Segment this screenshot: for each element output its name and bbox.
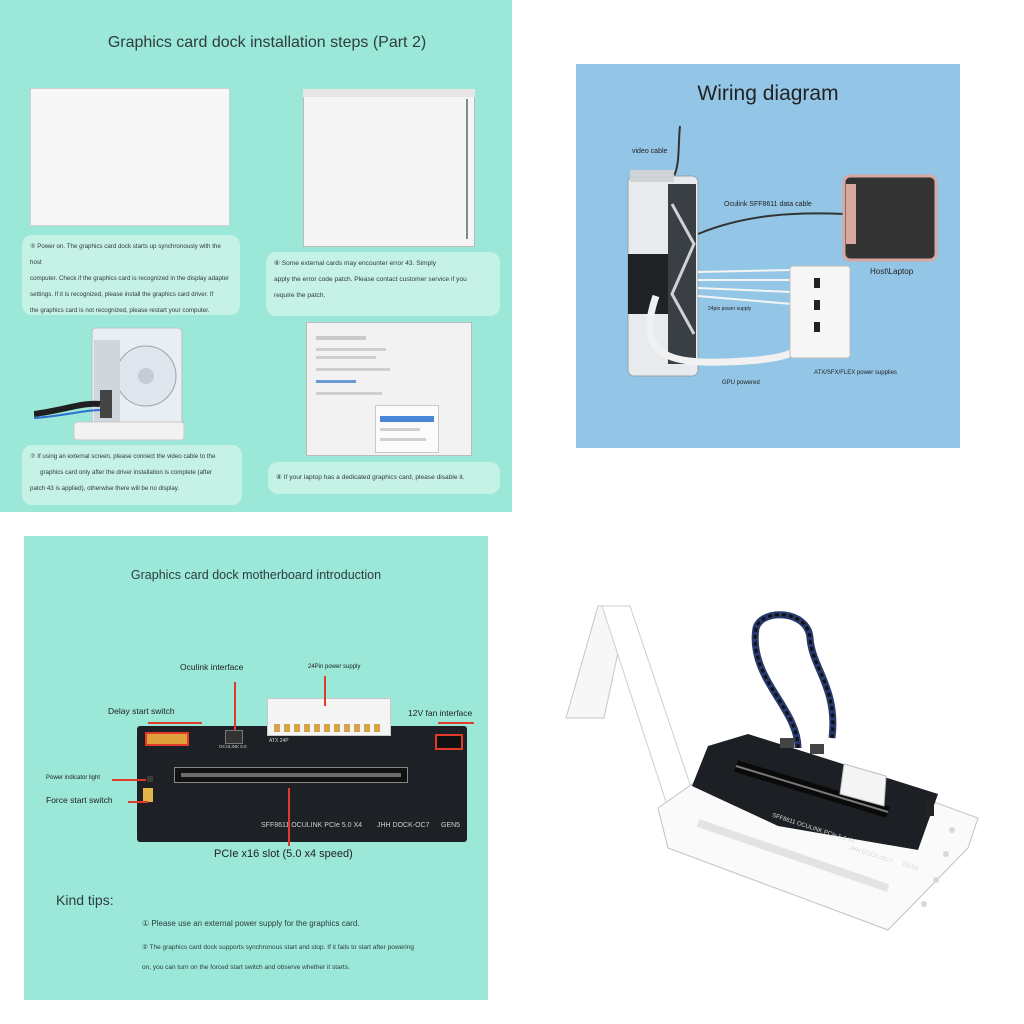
step5-line: settings. If it is recognized, please in…: [30, 291, 214, 298]
board-silkscreen: SFF8611 OCULINK PCIe 5.0 X4: [261, 822, 363, 829]
board-atx-label: ATX 24P: [269, 738, 289, 744]
step7-bubble: ⑦ If using an external screen, please co…: [22, 445, 242, 505]
board-oculink-label: OCULINK 5.0: [219, 744, 247, 749]
step7-line: ⑦ If using an external screen, please co…: [30, 453, 216, 460]
callout-line-24pin: [324, 676, 326, 706]
step5-line: the graphics card is not recognized, ple…: [30, 307, 210, 314]
kind-tips-title: Kind tips:: [56, 892, 114, 908]
wiring-illustration: [627, 125, 938, 377]
callout-line-oculink: [234, 682, 236, 730]
callout-delay: Delay start switch: [108, 706, 175, 716]
callout-line-force: [128, 801, 148, 803]
power-indicator-led: [147, 776, 153, 782]
motherboard-intro-panel: Graphics card dock motherboard introduct…: [24, 536, 488, 1000]
callout-line-power-light: [112, 779, 146, 781]
label-psu: ATX/SFX/FLEX power supplies: [814, 370, 897, 376]
mobo-title: Graphics card dock motherboard introduct…: [130, 568, 382, 582]
steps-title: Graphics card dock installation steps (P…: [107, 34, 427, 51]
screenshot-adapter-settings: [306, 322, 472, 456]
tip-line: on, you can turn on the forced start swi…: [142, 964, 350, 971]
step7-line: graphics card only after the driver inst…: [40, 469, 212, 476]
step7-line: patch 43 is applied), otherwise there wi…: [30, 485, 180, 492]
label-24pin: 24pin power supply: [708, 306, 752, 312]
callout-line-fan: [438, 722, 474, 724]
screenshot-device-manager: [303, 89, 475, 247]
label-video-cable: video cable: [632, 148, 668, 155]
callout-pcie: PCIe x16 slot (5.0 x4 speed): [214, 848, 353, 860]
callout-force: Force start switch: [46, 795, 113, 805]
oculink-port: [225, 730, 243, 744]
callout-oculink: Oculink interface: [180, 662, 244, 672]
delay-start-switch: [145, 732, 189, 746]
label-host-laptop: Host\Laptop: [870, 267, 914, 276]
wiring-title: Wiring diagram: [697, 82, 839, 105]
step8-line: ⑧ If your laptop has a dedicated graphic…: [276, 474, 465, 481]
callout-24pin: 24Pin power supply: [308, 664, 361, 670]
step5-line: computer. Check if the graphics card is …: [30, 275, 230, 282]
callout-line-pcie: [288, 788, 290, 846]
callout-power-light: Power indicator light: [46, 775, 101, 781]
step8-bubble: ⑧ If your laptop has a dedicated graphic…: [268, 462, 500, 494]
label-oculink-cable: Oculink SFF8611 data cable: [724, 201, 812, 208]
installation-steps-panel: Graphics card dock installation steps (P…: [0, 0, 512, 512]
step6-bubble: ⑥ Some external cards may encounter erro…: [266, 252, 500, 316]
step5-line: ⑤ Power on. The graphics card dock start…: [30, 243, 221, 266]
atx-24pin-pins: [274, 724, 380, 732]
board-gen: GEN5: [441, 822, 461, 829]
tip-line: ① Please use an external power supply fo…: [142, 919, 360, 928]
screenshot-blank-1: [30, 88, 230, 226]
step6-line: apply the error code patch. Please conta…: [274, 276, 467, 283]
callout-line-delay: [148, 722, 202, 724]
gpu-dock-photo: [34, 327, 185, 441]
fan-header: [435, 734, 463, 750]
tip-line: ② The graphics card dock supports synchr…: [142, 944, 414, 951]
callout-fan: 12V fan interface: [408, 708, 473, 718]
step6-line: require the patch.: [274, 292, 326, 299]
product-photo: [565, 605, 979, 931]
force-start-switch: [143, 788, 153, 802]
pcie-slot: [175, 768, 407, 782]
step5-bubble: ⑤ Power on. The graphics card dock start…: [22, 235, 240, 315]
step6-line: ⑥ Some external cards may encounter erro…: [274, 260, 437, 267]
board-model: JHH DOCK-OC7: [377, 822, 430, 829]
label-gpu-powered: GPU powered: [722, 380, 760, 386]
wiring-diagram-panel: Wiring diagram video cable Oculink SFF86…: [576, 64, 960, 448]
motherboard-board: SFF8611 OCULINK PCIe 5.0 X4 JHH DOCK-OC7…: [137, 698, 467, 842]
